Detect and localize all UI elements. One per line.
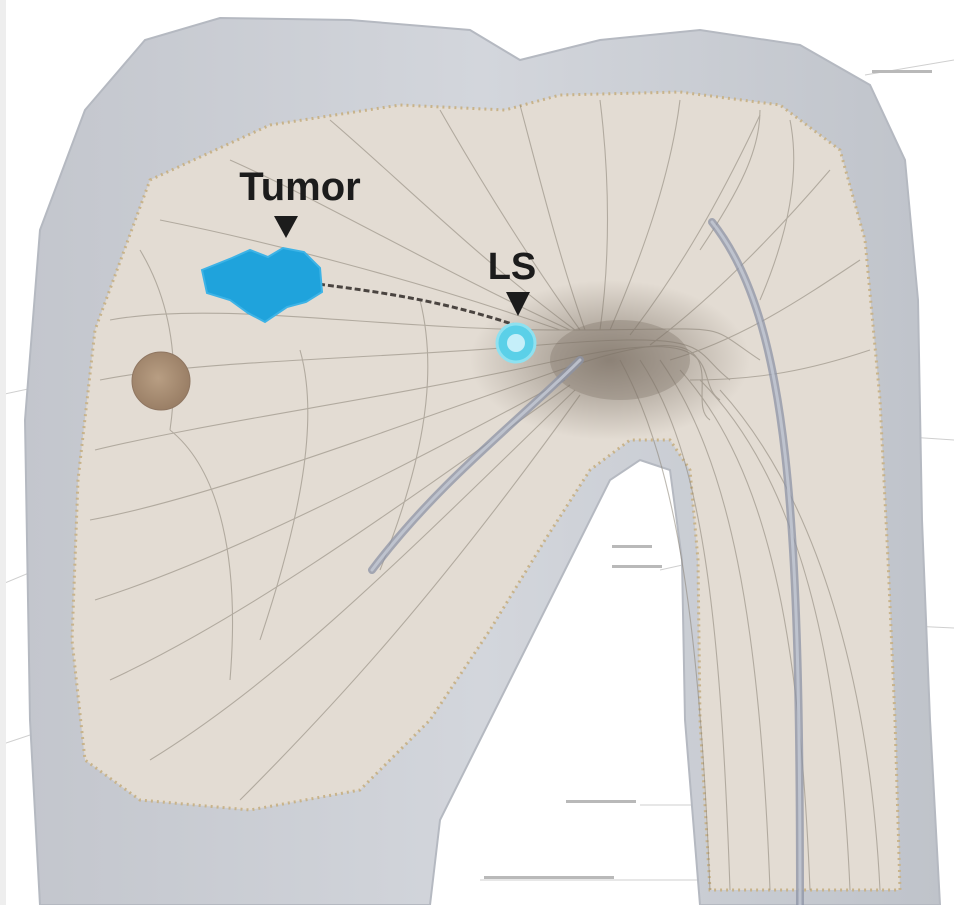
tumor-label: Tumor: [239, 165, 360, 209]
ls-label: LS: [488, 246, 537, 288]
axilla-core: [550, 320, 690, 400]
sentinel-node-core: [507, 334, 525, 352]
nipple: [132, 352, 190, 410]
left-edge-strip: [0, 0, 6, 905]
